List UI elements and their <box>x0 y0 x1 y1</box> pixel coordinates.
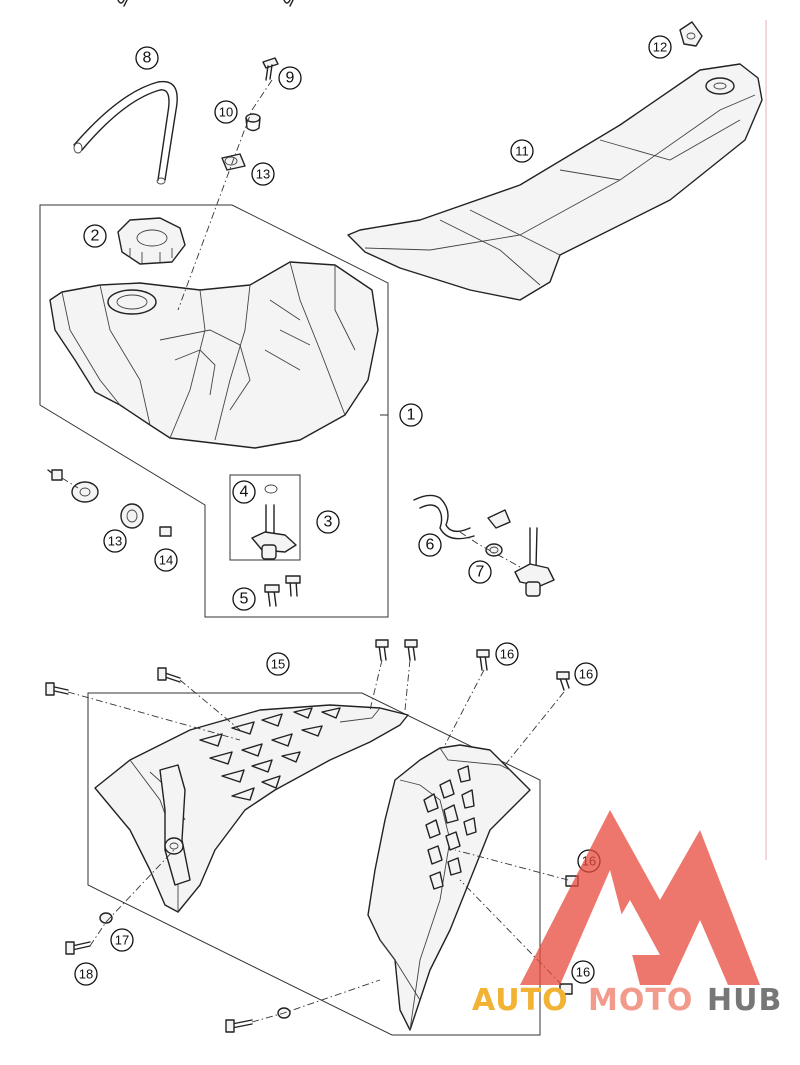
watermark-text-hub: HUB <box>707 983 782 1018</box>
callout-10-label: 10 <box>219 105 233 120</box>
callout-17: 17 <box>110 928 134 952</box>
callout-8-label: 8 <box>143 50 152 67</box>
callout-12-label: 12 <box>653 40 667 55</box>
top-cropped-text-fragment <box>117 0 294 7</box>
left-radiator-shroud <box>94 704 409 913</box>
callout-16-d-label: 16 <box>576 965 590 980</box>
callout-7: 7 <box>468 560 492 584</box>
fuel-cap <box>117 217 186 265</box>
callout-5: 5 <box>232 587 256 611</box>
callout-12: 12 <box>648 35 672 59</box>
callout-4: 4 <box>232 480 256 504</box>
callout-11: 11 <box>510 139 534 163</box>
right-radiator-shroud <box>367 744 531 1031</box>
callout-2-label: 2 <box>91 228 100 245</box>
callout-16-d: 16 <box>571 960 595 984</box>
leader-tank-mount-top <box>177 79 273 311</box>
callout-16-a: 16 <box>495 642 519 666</box>
callout-3-label: 3 <box>324 514 333 531</box>
breather-hose <box>73 80 178 185</box>
automotohub-logo <box>520 810 760 985</box>
callout-13-left-label: 13 <box>108 534 122 549</box>
watermark-inner-triangle <box>598 900 660 955</box>
callout-13-top: 13 <box>251 162 275 186</box>
callout-7-label: 7 <box>476 564 485 581</box>
callout-9: 9 <box>278 66 302 90</box>
rubber-mount-left <box>47 469 172 537</box>
shroud-assembly-frame <box>87 692 541 1036</box>
seat <box>347 63 763 301</box>
callout-14: 14 <box>154 548 178 572</box>
callout-2: 2 <box>83 224 107 248</box>
callout-3: 3 <box>316 510 340 534</box>
seat-fastener <box>679 21 703 47</box>
watermark-wordmark: AUTO MOTO HUB <box>472 983 782 1018</box>
callout-16-b: 16 <box>574 662 598 686</box>
petcock-outlet <box>514 527 555 597</box>
callout-13-top-label: 13 <box>256 167 270 182</box>
petcock-subframe <box>229 474 301 561</box>
shroud-screws <box>45 639 579 1033</box>
petcock-screws <box>264 575 301 607</box>
tank-screw-top <box>262 57 279 81</box>
callout-18: 18 <box>74 962 98 986</box>
watermark-text-auto: AUTO <box>472 983 569 1018</box>
tank-bushing-top <box>221 153 246 171</box>
callout-4-label: 4 <box>240 484 249 501</box>
leader-rubber-mount <box>61 477 79 489</box>
callout-11-label: 11 <box>515 144 529 159</box>
fuel-tank <box>49 261 379 449</box>
fuel-line <box>413 494 511 540</box>
callout-1-label: 1 <box>407 407 416 424</box>
callout-17-label: 17 <box>115 933 129 948</box>
callout-10: 10 <box>214 100 238 124</box>
fuel-petcock <box>251 484 297 560</box>
callout-15: 15 <box>266 652 290 676</box>
watermark-text-moto: MOTO <box>588 983 693 1018</box>
shroud-leaders <box>67 659 569 1023</box>
callout-16-a-label: 16 <box>500 647 514 662</box>
tank-washer-top <box>245 113 261 132</box>
callout-9-label: 9 <box>286 70 295 87</box>
hose-clamp <box>485 543 503 557</box>
callout-6-label: 6 <box>426 537 435 554</box>
callout-1: 1 <box>399 403 423 427</box>
callout-8: 8 <box>135 46 159 70</box>
callout-14-label: 14 <box>159 553 173 568</box>
callout-5-label: 5 <box>240 591 249 608</box>
callout-18-label: 18 <box>79 967 93 982</box>
watermark-triangle-mark <box>520 810 760 985</box>
tank-assembly-frame <box>39 204 389 618</box>
callout-13-left: 13 <box>103 529 127 553</box>
callout-16-b-label: 16 <box>579 667 593 682</box>
callout-6: 6 <box>418 533 442 557</box>
callout-15-label: 15 <box>271 657 285 672</box>
